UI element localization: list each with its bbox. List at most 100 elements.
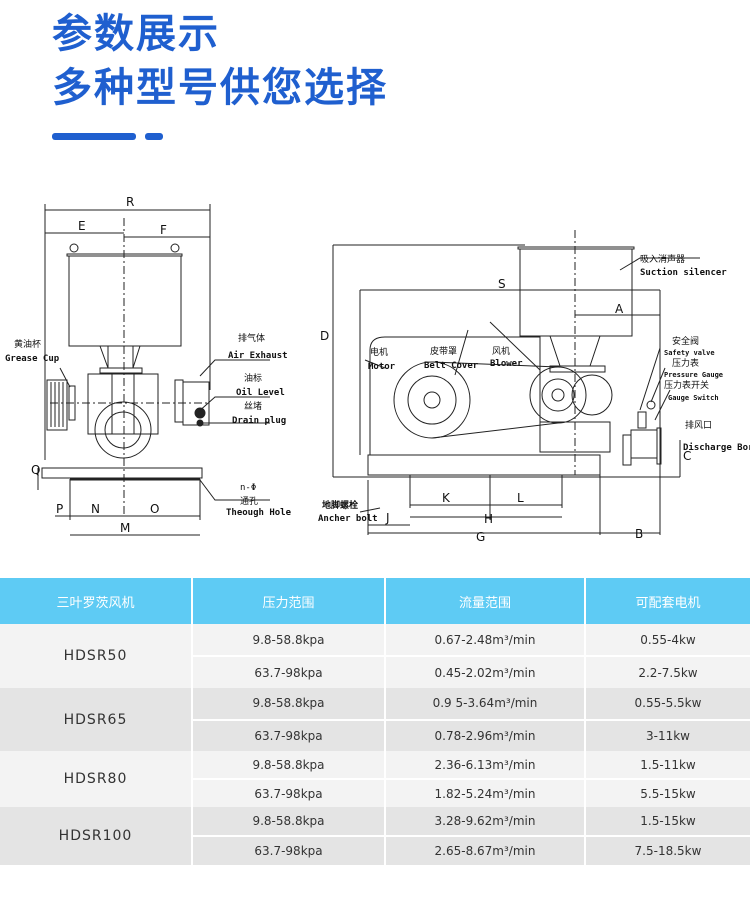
flow-cell: 1.82-5.24m³/min: [386, 780, 586, 807]
label-silencer-en: Suction silencer: [640, 267, 727, 278]
label-hole-en: Theough Hole: [226, 508, 292, 518]
label-grease-en: Grease Cup: [5, 354, 60, 364]
label-discharge-en: Discharge Bore: [683, 442, 750, 453]
motor-cell: 0.55-5.5kw: [634, 696, 702, 711]
label-anchor-en: Ancher bolt: [318, 514, 378, 524]
model-name: HDSR65: [0, 688, 193, 751]
dim-q: Q: [31, 463, 40, 477]
dim-j: J: [385, 511, 390, 525]
dim-c: C: [683, 449, 691, 463]
pressure-cell: 63.7-98kpa: [193, 780, 386, 807]
label-grease-cn: 黄油杯: [14, 338, 41, 350]
flow-cell: 3.28-9.62m³/min: [386, 807, 586, 835]
dim-e: E: [78, 219, 86, 233]
dim-n: N: [91, 502, 100, 516]
col-model: 三叶罗茨风机: [0, 578, 193, 624]
blower-dimension-drawing: R E F P N O M Q 黄油杯 Grease Cup 排气体 Air E…: [5, 195, 750, 544]
label-discharge-cn: 排风口: [685, 419, 712, 431]
dim-h: H: [484, 512, 493, 526]
label-silencer-cn: 吸入消声器: [640, 253, 685, 265]
dim-b: B: [635, 527, 643, 541]
label-safety-cn: 安全阀: [672, 335, 699, 347]
motor-cell: 0.55-4kw: [640, 632, 696, 647]
pressure-cell: 9.8-58.8kpa: [193, 688, 386, 719]
motor-cell: 1.5-11kw: [640, 757, 696, 772]
dim-s: S: [498, 277, 506, 291]
motor-cell: 2.2-7.5kw: [638, 665, 698, 680]
page-title: 参数展示: [52, 11, 220, 57]
dim-d: D: [320, 329, 329, 343]
model-name: HDSR80: [0, 751, 193, 807]
label-gauge-en: Pressure Gauge: [664, 371, 723, 379]
label-switch-en: Gauge Switch: [668, 394, 719, 402]
dim-a: A: [615, 302, 624, 316]
side-view: S A D K L H G J B C 吸入消声器 Suction silenc…: [318, 230, 750, 544]
pressure-cell: 9.8-58.8kpa: [193, 751, 386, 778]
flow-cell: 0.67-2.48m³/min: [386, 624, 586, 655]
motor-cell: 7.5-18.5kw: [634, 844, 702, 858]
flow-cell: 0.45-2.02m³/min: [386, 657, 586, 688]
label-drain-en: Drain plug: [232, 415, 286, 426]
dim-g: G: [476, 530, 485, 544]
col-motor: 可配套电机: [635, 595, 701, 611]
accent-bar: [52, 133, 136, 140]
label-safety-en: Safety valve: [664, 349, 715, 357]
label-belt-en: Belt Cover: [424, 361, 479, 371]
label-drain-cn: 丝堵: [244, 400, 262, 412]
dim-r: R: [126, 195, 134, 209]
motor-cell: 3-11kw: [646, 728, 690, 743]
dim-l: L: [517, 491, 524, 505]
col-pressure: 压力范围: [193, 578, 386, 624]
label-exhaust-cn: 排气体: [238, 332, 265, 344]
page-subtitle: 多种型号供您选择: [52, 65, 388, 111]
flow-cell: 2.36-6.13m³/min: [386, 751, 586, 778]
label-oil-en: Oil Level: [236, 387, 285, 398]
motor-cell: 1.5-15kw: [640, 814, 696, 828]
model-name: HDSR100: [0, 807, 193, 865]
label-motor-en: Motor: [368, 362, 396, 372]
flow-cell: 0.9 5-3.64m³/min: [386, 688, 586, 719]
pressure-cell: 63.7-98kpa: [193, 657, 386, 688]
pressure-cell: 63.7-98kpa: [193, 837, 386, 865]
label-blower-cn: 风机: [492, 345, 510, 357]
label-switch-cn: 压力表开关: [664, 379, 709, 391]
pressure-cell: 9.8-58.8kpa: [193, 624, 386, 655]
label-anchor-cn: 地脚螺栓: [322, 499, 358, 511]
col-flow: 流量范围: [386, 578, 586, 624]
model-name: HDSR50: [0, 624, 193, 688]
pressure-cell: 63.7-98kpa: [193, 720, 386, 751]
dim-p: P: [56, 502, 63, 516]
label-hole-n: n-Φ: [240, 483, 256, 493]
label-motor-cn: 电机: [370, 346, 388, 358]
motor-cell: 5.5-15kw: [640, 786, 696, 801]
pressure-cell: 9.8-58.8kpa: [193, 807, 386, 835]
label-hole-cn: 通孔: [240, 496, 258, 507]
dim-k: K: [442, 491, 451, 505]
flow-cell: 2.65-8.67m³/min: [386, 837, 586, 865]
flow-cell: 0.78-2.96m³/min: [386, 720, 586, 751]
dim-o: O: [150, 502, 159, 516]
dim-f: F: [160, 223, 167, 237]
label-gauge-cn: 压力表: [672, 357, 699, 369]
label-belt-cn: 皮带罩: [430, 345, 457, 357]
label-blower-en: Blower: [490, 359, 523, 369]
dim-m: M: [120, 521, 130, 535]
accent-bar-short: [145, 133, 163, 140]
table-header: 三叶罗茨风机 压力范围 流量范围 可配套电机: [0, 578, 750, 624]
label-exhaust-en: Air Exhaust: [228, 350, 288, 361]
front-view: R E F P N O M Q 黄油杯 Grease Cup 排气体 Air E…: [5, 195, 292, 536]
label-oil-cn: 油标: [244, 372, 262, 384]
